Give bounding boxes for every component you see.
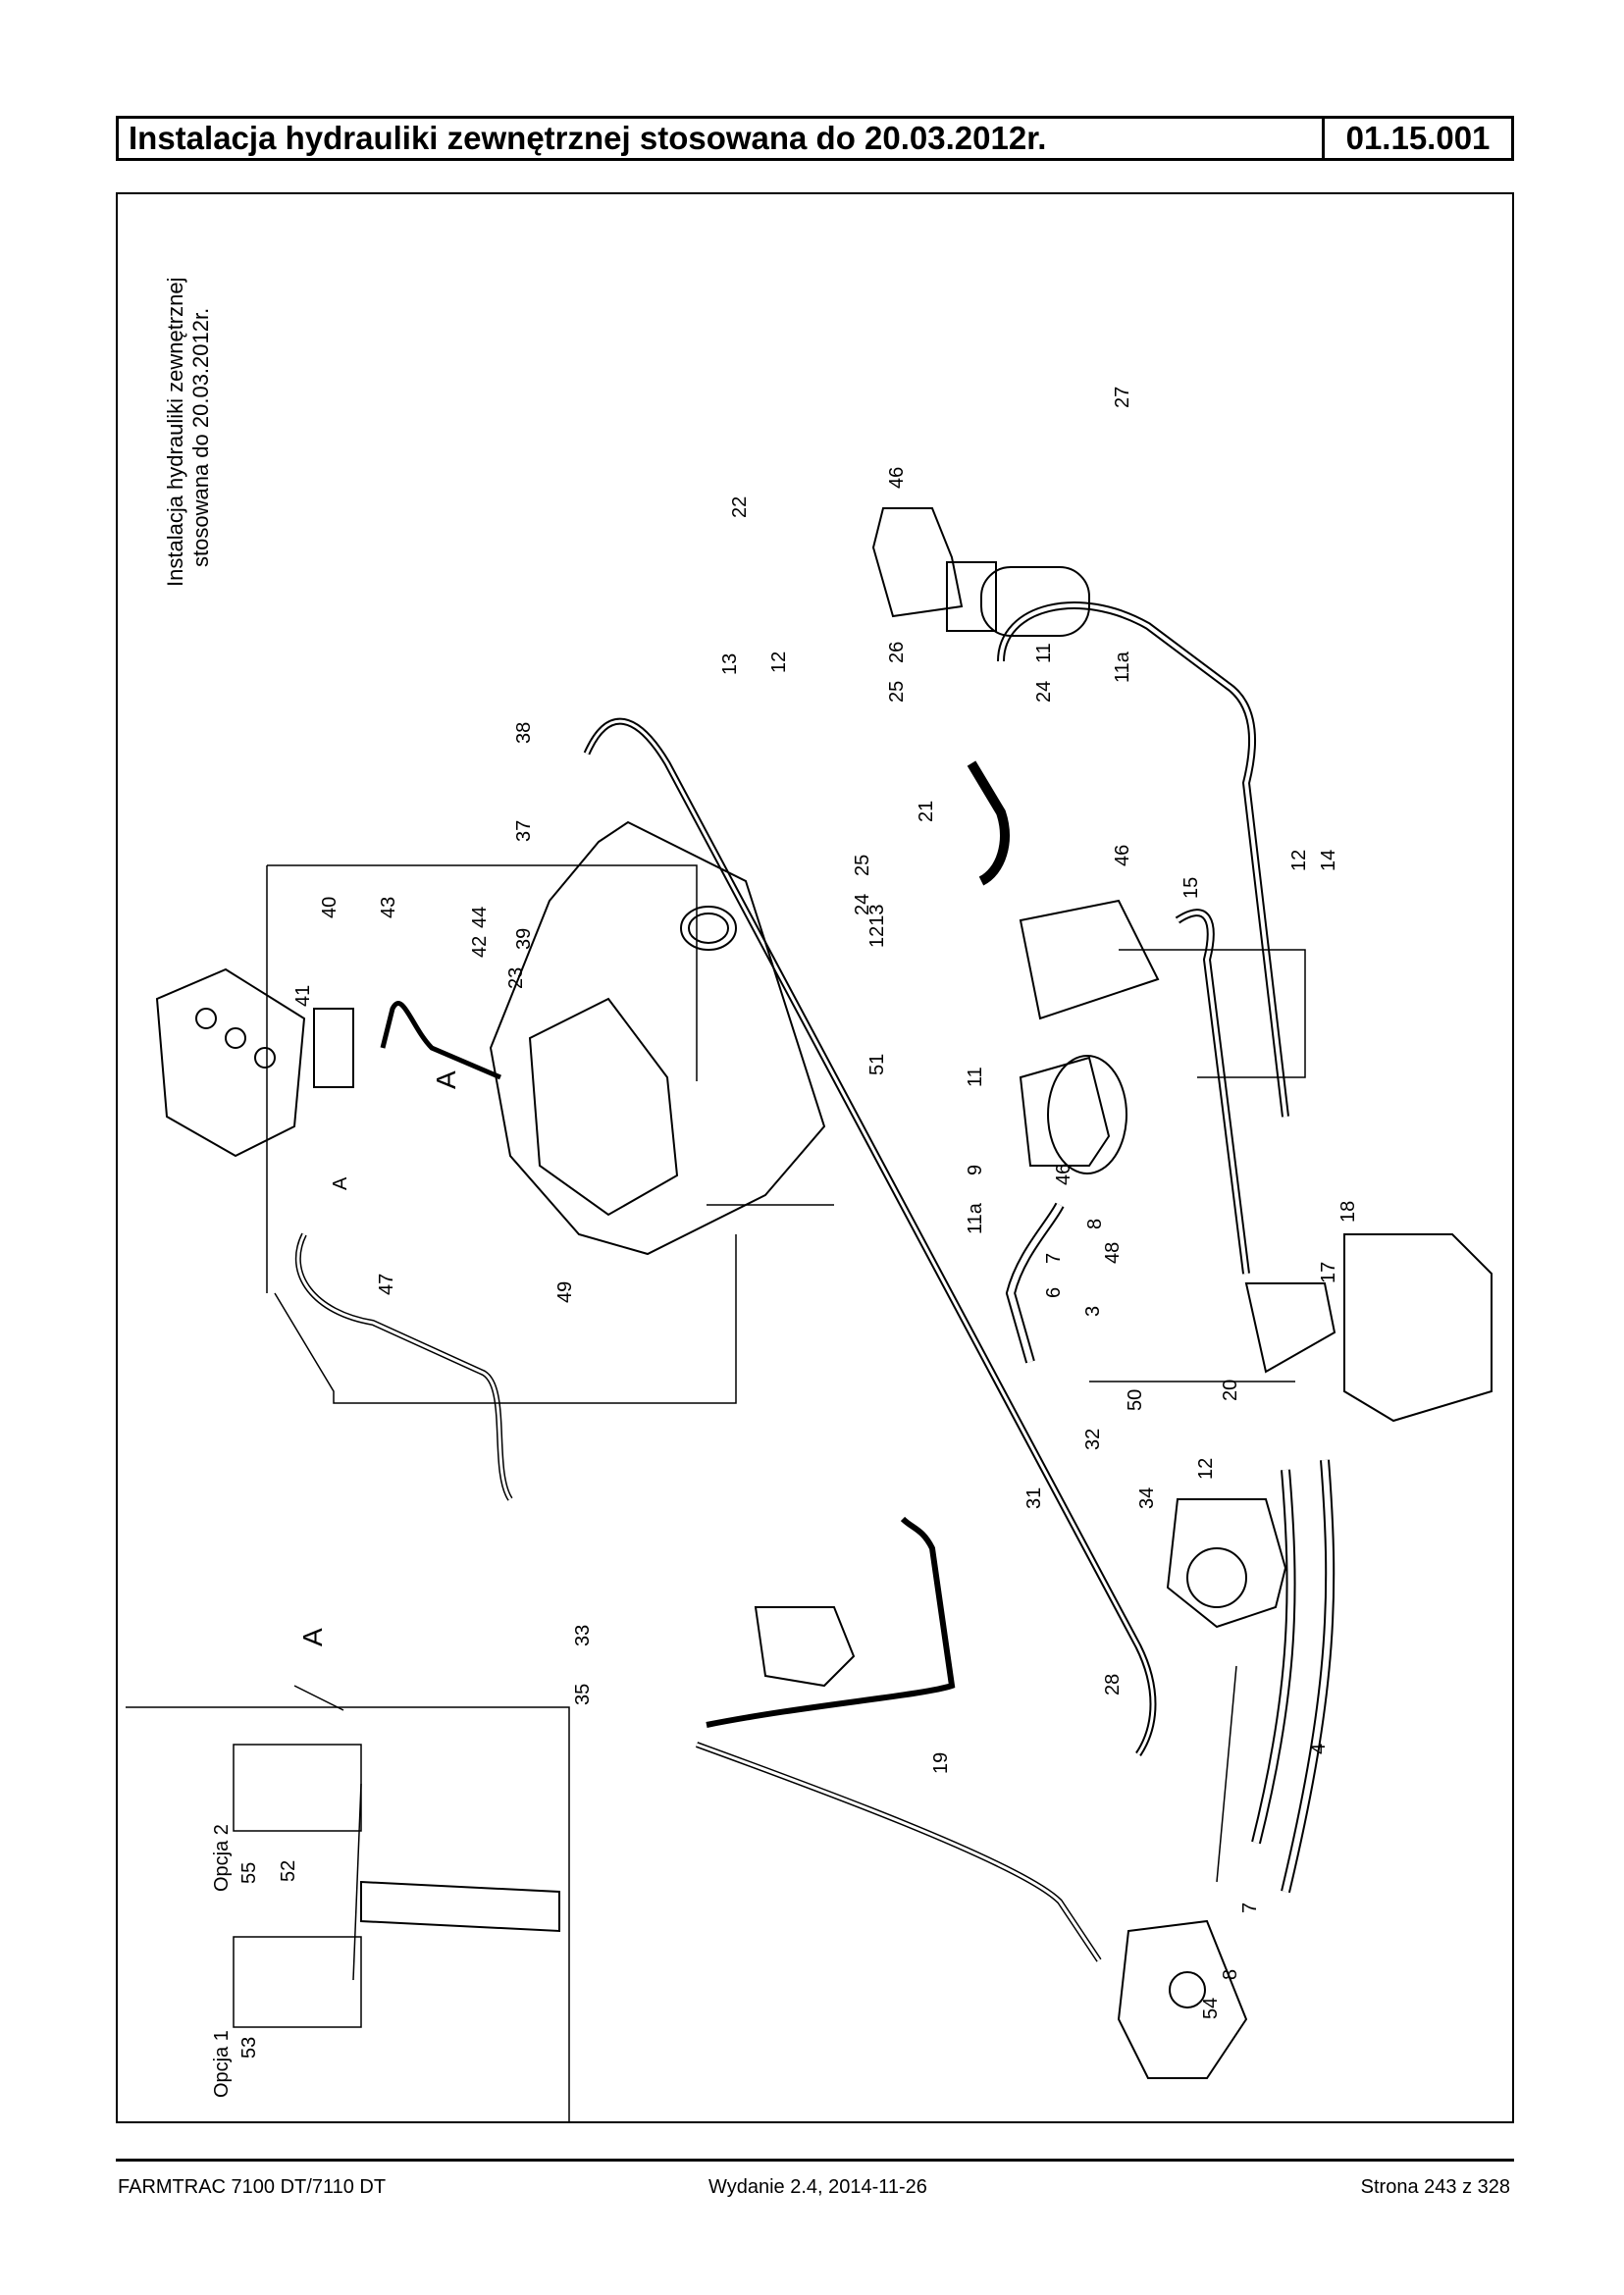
callout-46: 46 [886,467,908,489]
callout-15: 15 [1180,877,1202,899]
callout-25: 25 [886,681,908,703]
filter-assembly-lower [1019,899,1160,1174]
callout-8: 8 [1084,1219,1106,1229]
callout-44: 44 [469,907,491,928]
callout-18: 18 [1337,1201,1359,1223]
callout-11: 11 [965,1067,986,1087]
callout-41: 41 [292,985,314,1007]
caption-line1: Instalacja hydrauliki zewnętrznej [163,278,187,588]
transmission-housing [489,820,826,1256]
exploded-parts-diagram: Instalacja hydrauliki zewnętrznej stosow… [126,278,1493,2121]
callout-9: 9 [965,1165,986,1175]
option2-label: Opcja 2 [211,1824,233,1892]
callout-4: 4 [1308,1744,1330,1754]
callout-11a: 11a [965,1202,986,1234]
callout-23: 23 [505,967,527,989]
hose-35 [695,1742,1102,1962]
motor-unit-right [1244,1233,1493,1423]
callout-54: 54 [1200,1998,1222,2019]
callout-25: 25 [852,855,873,876]
hose-15 [1175,909,1250,1275]
callout-51: 51 [866,1054,888,1075]
callout-24: 24 [852,894,873,915]
document-code: 01.15.001 [1345,120,1491,156]
control-valve-block [155,967,354,1158]
callout-33: 33 [572,1625,594,1646]
callout-40: 40 [319,897,341,918]
callout-11a: 11a [1112,651,1133,683]
callout-34: 34 [1136,1487,1158,1509]
callout-24: 24 [1033,681,1055,703]
detail-box-a [126,1685,570,2121]
footer-rule [116,2159,1514,2162]
callout-31: 31 [1023,1487,1045,1509]
diagram-frame: Instalacja hydrauliki zewnętrznej stosow… [116,192,1514,2123]
callout-12: 12 [1288,850,1310,871]
callout-7: 7 [1239,1903,1261,1913]
callout-3: 3 [1082,1306,1104,1317]
callout-6: 6 [1043,1287,1065,1298]
valve-small [754,1606,856,1688]
document-header: Instalacja hydrauliki zewnętrznej stosow… [116,116,1514,161]
callout-27: 27 [1112,387,1133,408]
callout-19: 19 [930,1752,952,1774]
callout-7: 7 [1043,1253,1065,1264]
callout-8: 8 [1220,1969,1241,1980]
callout-47: 47 [376,1274,397,1295]
callout-49: 49 [554,1281,576,1303]
caption-line2: stosowana do 20.03.2012r. [188,308,213,567]
callout-53: 53 [238,2037,260,2059]
hose-33 [706,1516,956,1728]
callout-20: 20 [1220,1380,1241,1401]
callout-A: A [330,1176,351,1190]
callout-12: 12 [1195,1458,1217,1480]
callout-13: 13 [719,653,741,675]
valve-center [1166,1498,1287,1629]
option1-label: Opcja 1 [211,2030,233,2098]
pump-bottom [1117,1919,1248,2079]
callout-11: 11 [1033,643,1055,663]
callout-17: 17 [1318,1262,1339,1283]
callout-48: 48 [1102,1242,1124,1264]
footer-page: Strona 243 z 328 [1360,2176,1510,2198]
callout-26: 26 [886,642,908,663]
callout-43: 43 [378,897,399,918]
callout-42: 42 [469,936,491,958]
hose-48 [294,1232,513,1501]
footer-model: FARMTRAC 7100 DT/7110 DT [118,2176,387,2198]
callout-37: 37 [513,820,535,842]
callout-52: 52 [278,1860,299,1882]
detail-tube [360,1880,560,1933]
callout-50: 50 [1125,1389,1146,1411]
callout-46: 46 [1112,845,1133,866]
callout-39: 39 [513,928,535,950]
callout-38: 38 [513,722,535,744]
hose-21 [967,760,1010,886]
callout-46: 46 [1053,1164,1074,1185]
footer-edition: Wydanie 2.4, 2014-11-26 [708,2176,927,2198]
callout-22: 22 [729,496,751,518]
filter-assembly-upper [871,507,1090,637]
detail-letter: A [297,1628,328,1646]
view-letter: A [431,1070,461,1089]
callout-12: 12 [768,652,790,673]
hose-43 [380,1001,501,1080]
callout-1213: 1213 [866,905,888,949]
callout-21: 21 [916,801,937,822]
hose-9 [1005,1202,1065,1364]
callout-28: 28 [1102,1674,1124,1695]
callout-55: 55 [238,1862,260,1884]
callout-35: 35 [572,1684,594,1705]
callout-14: 14 [1318,850,1339,871]
callout-32: 32 [1082,1429,1104,1450]
document-title: Instalacja hydrauliki zewnętrznej stosow… [119,119,1325,158]
